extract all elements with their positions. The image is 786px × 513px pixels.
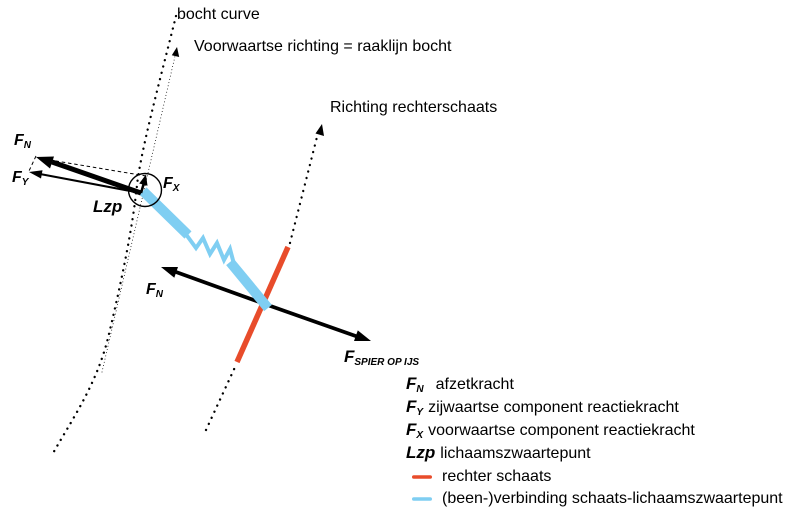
- fy-label: FY: [12, 169, 29, 188]
- leg-color-swatch-icon: [412, 497, 432, 501]
- legend-desc-fx: voorwaartse component reactiekracht: [428, 422, 695, 439]
- fn-mid-arrow-line: [175, 270, 263, 305]
- legend-desc-fn: afzetkracht: [435, 376, 514, 393]
- legend-symbol-fy-main: F: [406, 397, 417, 416]
- legend-row-fy: FY zijwaartse component reactiekracht: [406, 397, 786, 420]
- leg-spring-zigzag: [183, 231, 236, 265]
- fn-top-label-main: F: [14, 132, 24, 149]
- leg-segment-upper: [139, 187, 192, 239]
- legend-row-fx: FX voorwaartse component reactiekracht: [406, 420, 786, 443]
- legend-row-lzp: Lzp lichaamszwaartepunt: [406, 443, 786, 466]
- tangent-arrowhead: [171, 47, 180, 57]
- legend-row-fn: FN afzetkracht: [406, 374, 786, 397]
- fy-arrowhead: [29, 170, 43, 179]
- legend-symbol-fn-main: F: [406, 374, 417, 393]
- legend-symbol-fx: FX: [406, 420, 424, 441]
- fx-label-main: F: [163, 175, 173, 192]
- fy-arrow-line: [39, 173, 142, 194]
- lzp-label: Lzp: [93, 197, 123, 216]
- legend-symbol-fn-sub: N: [416, 384, 424, 395]
- fspier-label-main: F: [344, 347, 355, 366]
- fspier-label-sub: SPIER OP IJS: [354, 357, 420, 368]
- legend-desc-fy: zijwaartse component reactiekracht: [428, 399, 679, 416]
- legend-symbol-fx-main: F: [406, 420, 417, 439]
- skate-direction-dotted-upper: [288, 131, 320, 245]
- skate-direction-arrowhead: [315, 124, 324, 136]
- legend-desc-lzp: lichaamszwaartepunt: [440, 445, 591, 462]
- fn-mid-label-main: F: [146, 281, 156, 298]
- legend-symbol-fy-sub: Y: [416, 407, 424, 418]
- fx-arrowhead: [139, 174, 148, 186]
- bocht-curve-label: bocht curve: [177, 6, 260, 23]
- fspier-arrowhead: [354, 330, 371, 341]
- richting-rechterschaats-label: Richting rechterschaats: [330, 99, 498, 116]
- legend-row-schaats: rechter schaats: [406, 466, 786, 488]
- fn-top-label-sub: N: [23, 140, 32, 151]
- legend-row-verbinding: (been-)verbinding schaats-lichaamszwaart…: [406, 488, 786, 510]
- legend-desc-verbinding: (been-)verbinding schaats-lichaamszwaart…: [442, 490, 783, 507]
- fn-mid-label-sub: N: [155, 289, 164, 300]
- legend: FN afzetkracht FY zijwaartse component r…: [406, 374, 786, 510]
- skate-color-swatch-icon: [412, 475, 432, 479]
- fx-label: FX: [163, 175, 180, 194]
- legend-symbol-fx-sub: X: [416, 430, 424, 441]
- fn-mid-arrowhead: [161, 267, 178, 278]
- fn-top-arrowhead: [36, 156, 54, 169]
- raaklijn-label: Voorwaartse richting = raaklijn bocht: [194, 38, 452, 55]
- fn-top-arrow-line: [51, 159, 142, 196]
- fy-label-sub: Y: [21, 177, 29, 188]
- legend-desc-schaats: rechter schaats: [442, 468, 552, 485]
- fn-mid-label: FN: [146, 281, 164, 300]
- fspier-arrow-line: [261, 301, 358, 339]
- component-dashed-line: [28, 155, 37, 172]
- bocht-curve-dotted-path: [50, 14, 178, 457]
- legend-symbol-fy: FY: [406, 397, 424, 418]
- leg-segment-lower: [226, 258, 272, 312]
- fx-label-sub: X: [172, 183, 180, 194]
- legend-symbol-lzp: Lzp: [406, 443, 436, 462]
- fn-top-label: FN: [14, 132, 32, 151]
- skate-direction-dotted-lower: [204, 363, 238, 432]
- fy-label-main: F: [12, 169, 22, 186]
- legend-symbol-fn: FN: [406, 374, 424, 395]
- fspier-label: FSPIER OP IJS: [344, 347, 420, 368]
